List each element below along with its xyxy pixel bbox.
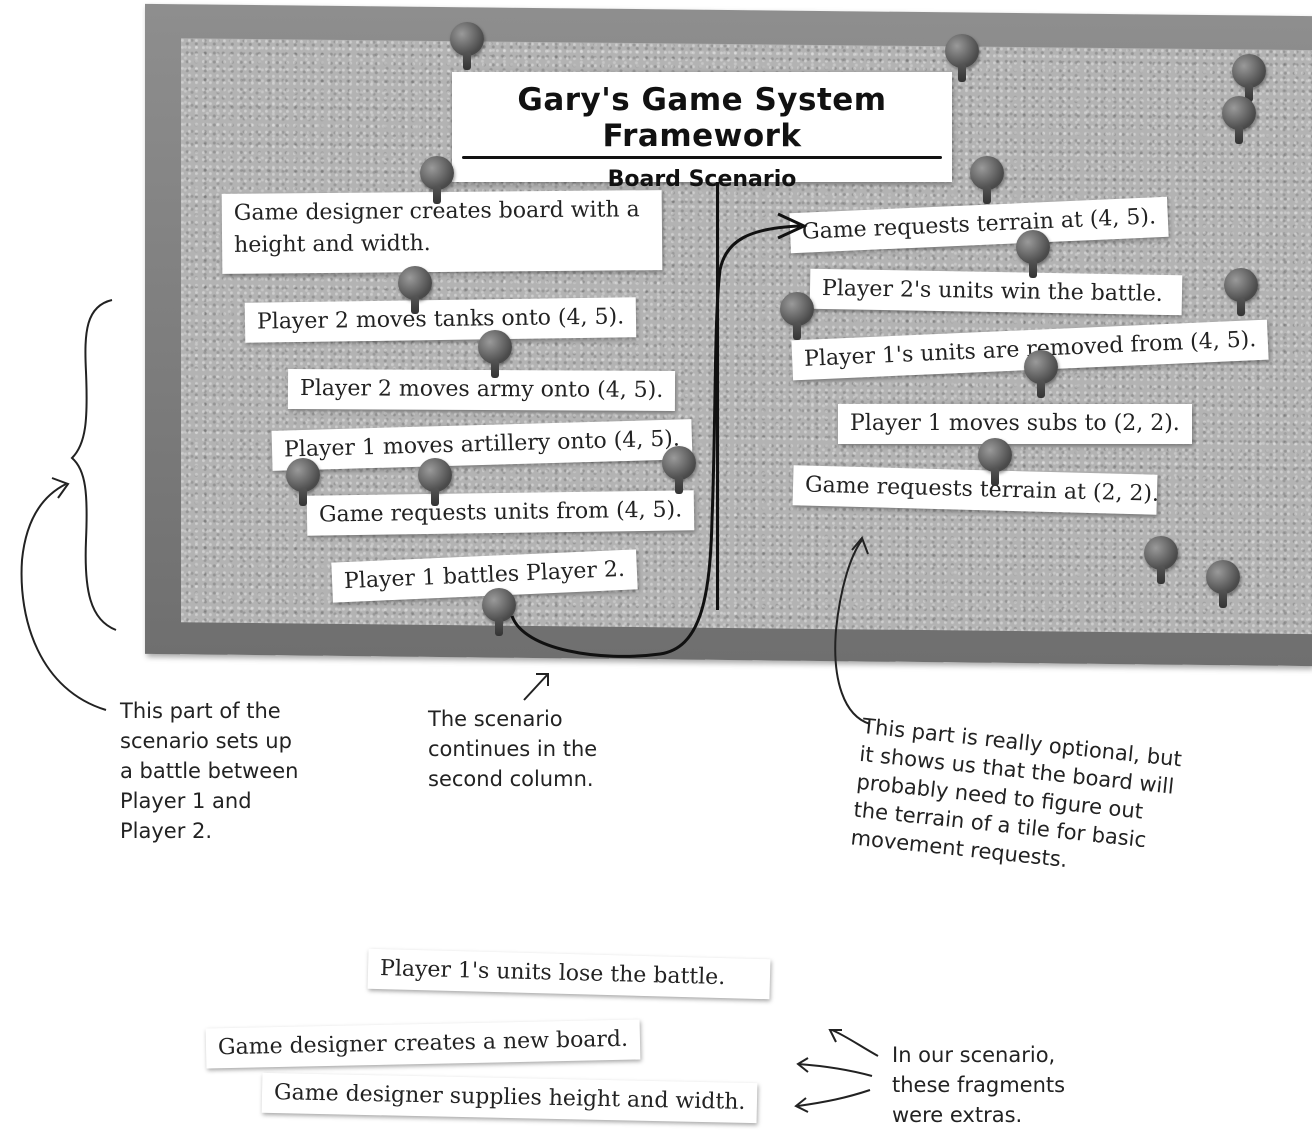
pushpin-icon [662, 446, 696, 494]
board-title-card: Gary's Game System Framework Board Scena… [452, 72, 952, 192]
pushpin-icon [1024, 350, 1058, 398]
pushpin-icon [478, 330, 512, 378]
setup-annotation: This part of the scenario sets up a batt… [120, 696, 298, 846]
extras-annotation-line: were extras. [892, 1103, 1023, 1127]
board-subtitle: Board Scenario [607, 167, 797, 192]
pushpin-icon [1222, 96, 1256, 144]
pushpin-icon [945, 34, 979, 82]
pushpin-icon [970, 156, 1004, 204]
extras-annotation-line: In our scenario, [892, 1043, 1056, 1067]
board-title: Gary's Game System Framework [517, 82, 887, 154]
setup-annotation-line: Player 1 and [120, 789, 252, 813]
title-underline [462, 156, 942, 159]
pushpin-icon [1224, 268, 1258, 316]
setup-annotation-line: This part of the [120, 699, 281, 723]
pushpin-icon [1016, 230, 1050, 278]
continue-annotation-line: second column. [428, 767, 594, 791]
pushpin-icon [418, 458, 452, 506]
pushpin-icon [286, 458, 320, 506]
continue-annotation: The scenario continues in the second col… [428, 704, 597, 794]
pushpin-icon [978, 438, 1012, 486]
pushpin-icon [420, 156, 454, 204]
column-divider [716, 182, 719, 610]
right-note-4[interactable]: Player 1 moves subs to (2, 2). [838, 404, 1192, 444]
extras-annotation: In our scenario, these fragments were ex… [892, 1040, 1065, 1130]
pushpin-icon [398, 266, 432, 314]
setup-annotation-line: scenario sets up [120, 729, 292, 753]
continue-annotation-line: The scenario [428, 707, 563, 731]
pushpin-icon [1206, 560, 1240, 608]
pushpin-icon [482, 588, 516, 636]
extras-annotation-line: these fragments [892, 1073, 1066, 1097]
continue-annotation-line: continues in the [428, 737, 598, 761]
setup-annotation-line: Player 2. [120, 819, 213, 843]
pushpin-icon [450, 22, 484, 70]
setup-annotation-line: a battle between [120, 759, 299, 783]
pushpin-icon [1232, 54, 1266, 102]
pushpin-icon [1144, 536, 1178, 584]
pushpin-icon [780, 292, 814, 340]
